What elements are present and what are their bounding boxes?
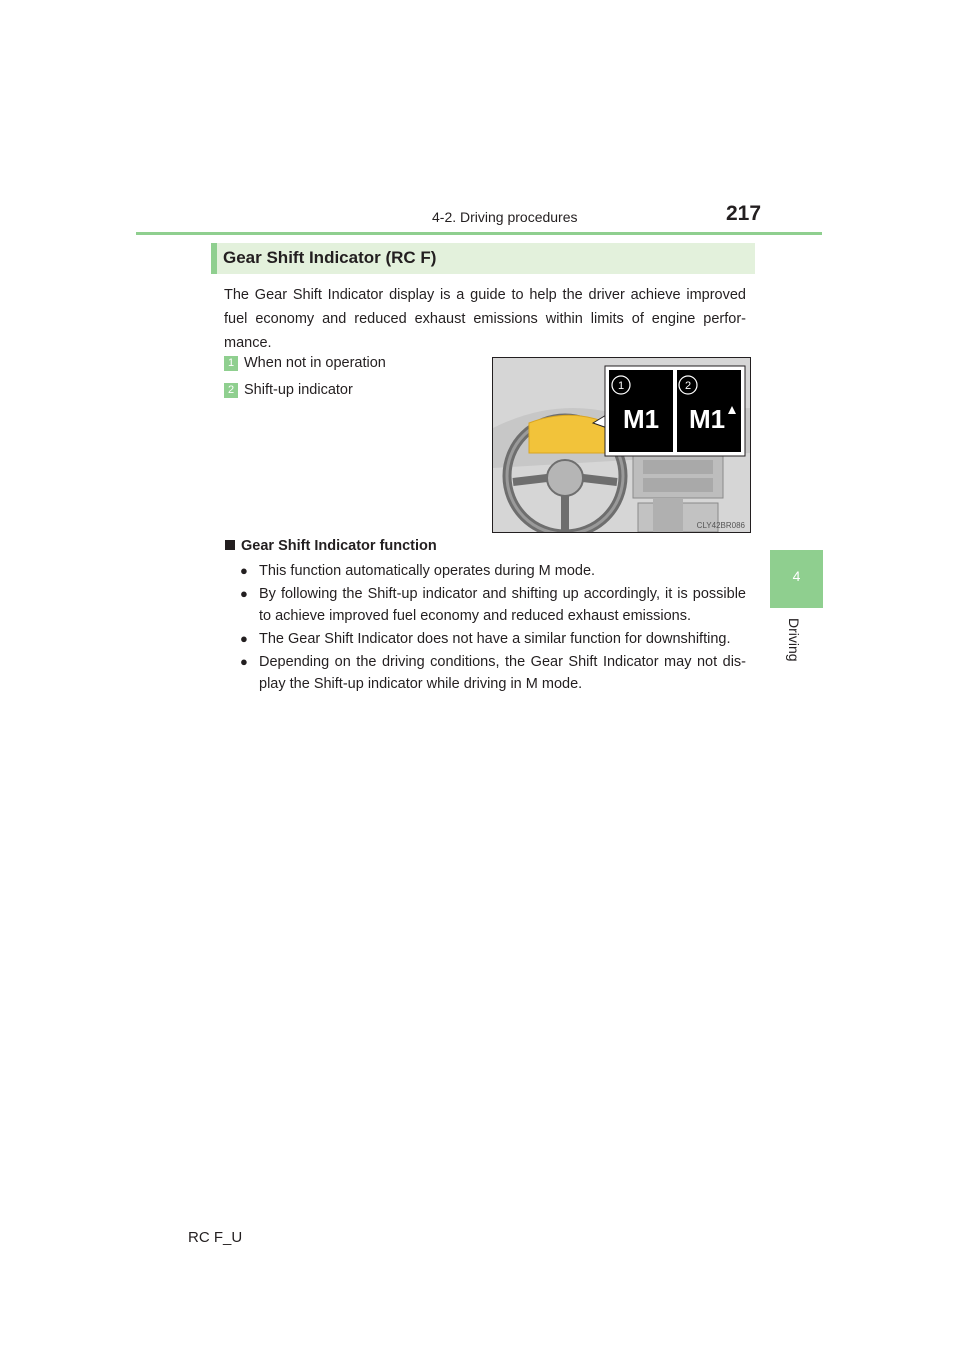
square-bullet-icon xyxy=(225,540,235,550)
chapter-tab-label-text: Driving xyxy=(786,618,802,662)
header-rule xyxy=(136,232,822,235)
footer-model-code: RC F_U xyxy=(188,1229,243,1246)
callout-item-2: 2 Shift-up indicator xyxy=(224,382,353,398)
bullet-text: This function automatically operates dur… xyxy=(259,563,596,579)
subsection-title-text: Gear Shift Indicator function xyxy=(241,538,437,554)
chapter-tab xyxy=(770,550,823,608)
bullet-text: By following the Shift-up indicator and … xyxy=(259,586,746,624)
dashboard-svg: 1 2 M1 M1 CLY42BR086 xyxy=(493,358,750,532)
intro-paragraph: The Gear Shift Indicator display is a gu… xyxy=(224,287,746,351)
callout-label-1: When not in operation xyxy=(244,355,386,371)
bullet-item: ● By following the Shift-up indicator an… xyxy=(240,583,746,627)
shift-up-arrow-icon xyxy=(728,406,736,414)
bullet-text: Depending on the driving conditions, the… xyxy=(259,654,746,692)
callout-item-1: 1 When not in operation xyxy=(224,355,386,371)
bullet-item: ● This function automatically operates d… xyxy=(240,560,746,582)
chapter-tab-label: Driving xyxy=(786,618,808,678)
display-gear-right: M1 xyxy=(689,404,725,434)
bullet-dot-icon: ● xyxy=(240,631,248,646)
chapter-tab-number: 4 xyxy=(792,568,801,584)
figure-callout-2: 2 xyxy=(685,380,691,392)
section-title-bar xyxy=(211,243,755,274)
bullet-item: ● The Gear Shift Indicator does not have… xyxy=(240,628,746,650)
section-title: Gear Shift Indicator (RC F) xyxy=(223,248,437,267)
page-number: 217 xyxy=(726,202,762,225)
bullet-dot-icon: ● xyxy=(240,586,248,601)
subsection-title: Gear Shift Indicator function xyxy=(225,538,437,554)
header-section-title: 4-2. Driving procedures xyxy=(432,209,578,225)
bullet-dot-icon: ● xyxy=(240,563,248,578)
bullet-dot-icon: ● xyxy=(240,654,248,669)
display-gear-left: M1 xyxy=(623,404,659,434)
callout-badge-2: 2 xyxy=(224,382,238,398)
bullet-item: ● Depending on the driving conditions, t… xyxy=(240,651,746,695)
figure-callout-1: 1 xyxy=(618,380,624,392)
figure-code: CLY42BR086 xyxy=(697,521,746,530)
dashboard-illustration: 1 2 M1 M1 CLY42BR086 xyxy=(492,357,751,533)
bullet-text: The Gear Shift Indicator does not have a… xyxy=(259,631,731,647)
callout-label-2: Shift-up indicator xyxy=(244,382,353,398)
callout-badge-1: 1 xyxy=(224,355,238,371)
